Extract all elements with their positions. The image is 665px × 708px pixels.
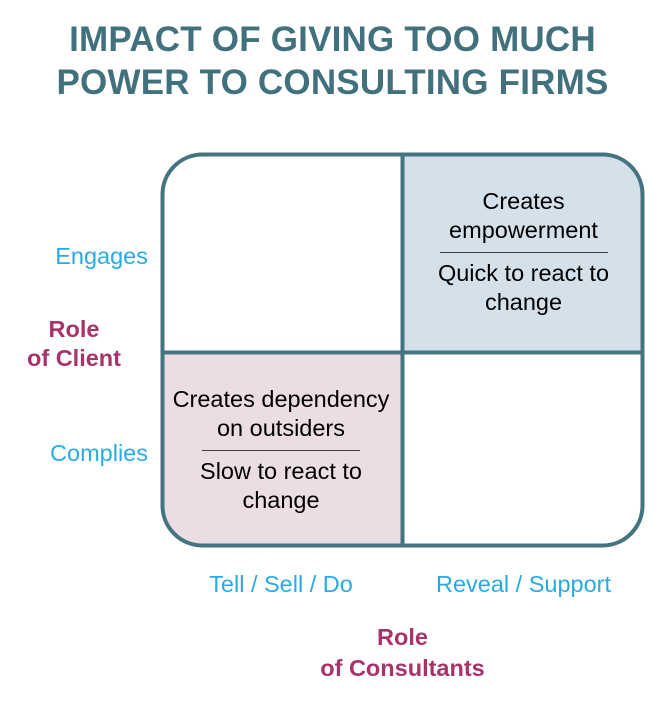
x-axis-label-right: Reveal / Support [435,571,612,597]
y-axis-title-line-1: Role [48,316,100,342]
quadrant-top-left[interactable] [160,152,402,352]
y-axis-label-low: Complies [50,440,148,466]
quadrant-bottom-left-divider [202,450,360,451]
quadrant-fill-top-right [402,154,643,352]
quadrant-top-right-primary: Creates empowerment [449,188,598,243]
x-axis-title-line-1: Role [377,624,428,650]
quadrant-top-right[interactable]: Creates empowerment Quick to react to ch… [402,152,645,352]
quadrant-fill-bottom-left [162,352,402,546]
x-axis-title-line-2: of Consultants [320,655,485,681]
y-axis-title: Role of Client [0,315,148,373]
page-title-line-2: POWER TO CONSULTING FIRMS [56,63,609,102]
quadrant-bottom-left[interactable]: Creates dependency on outsiders Slow to … [160,352,402,548]
x-axis-label-left: Tell / Sell / Do [209,571,353,597]
quadrant-bottom-left-secondary: Slow to react to change [200,458,362,513]
quadrant-bottom-left-primary: Creates dependency on outsiders [172,386,390,441]
quadrant-bottom-right[interactable] [402,352,645,548]
page-title-line-1: IMPACT OF GIVING TOO MUCH [69,20,596,59]
quadrant-matrix: Creates empowerment Quick to react to ch… [160,152,645,548]
page-title: IMPACT OF GIVING TOO MUCH POWER TO CONSU… [0,18,665,104]
matrix-outer-border [160,152,645,548]
matrix-frame-graphic [160,152,645,548]
y-axis-label-high: Engages [55,243,148,269]
y-axis-title-line-2: of Client [27,345,121,371]
quadrant-top-right-secondary: Quick to react to change [437,260,610,315]
x-axis-title: Role of Consultants [160,622,645,684]
quadrant-top-right-divider [439,252,608,253]
